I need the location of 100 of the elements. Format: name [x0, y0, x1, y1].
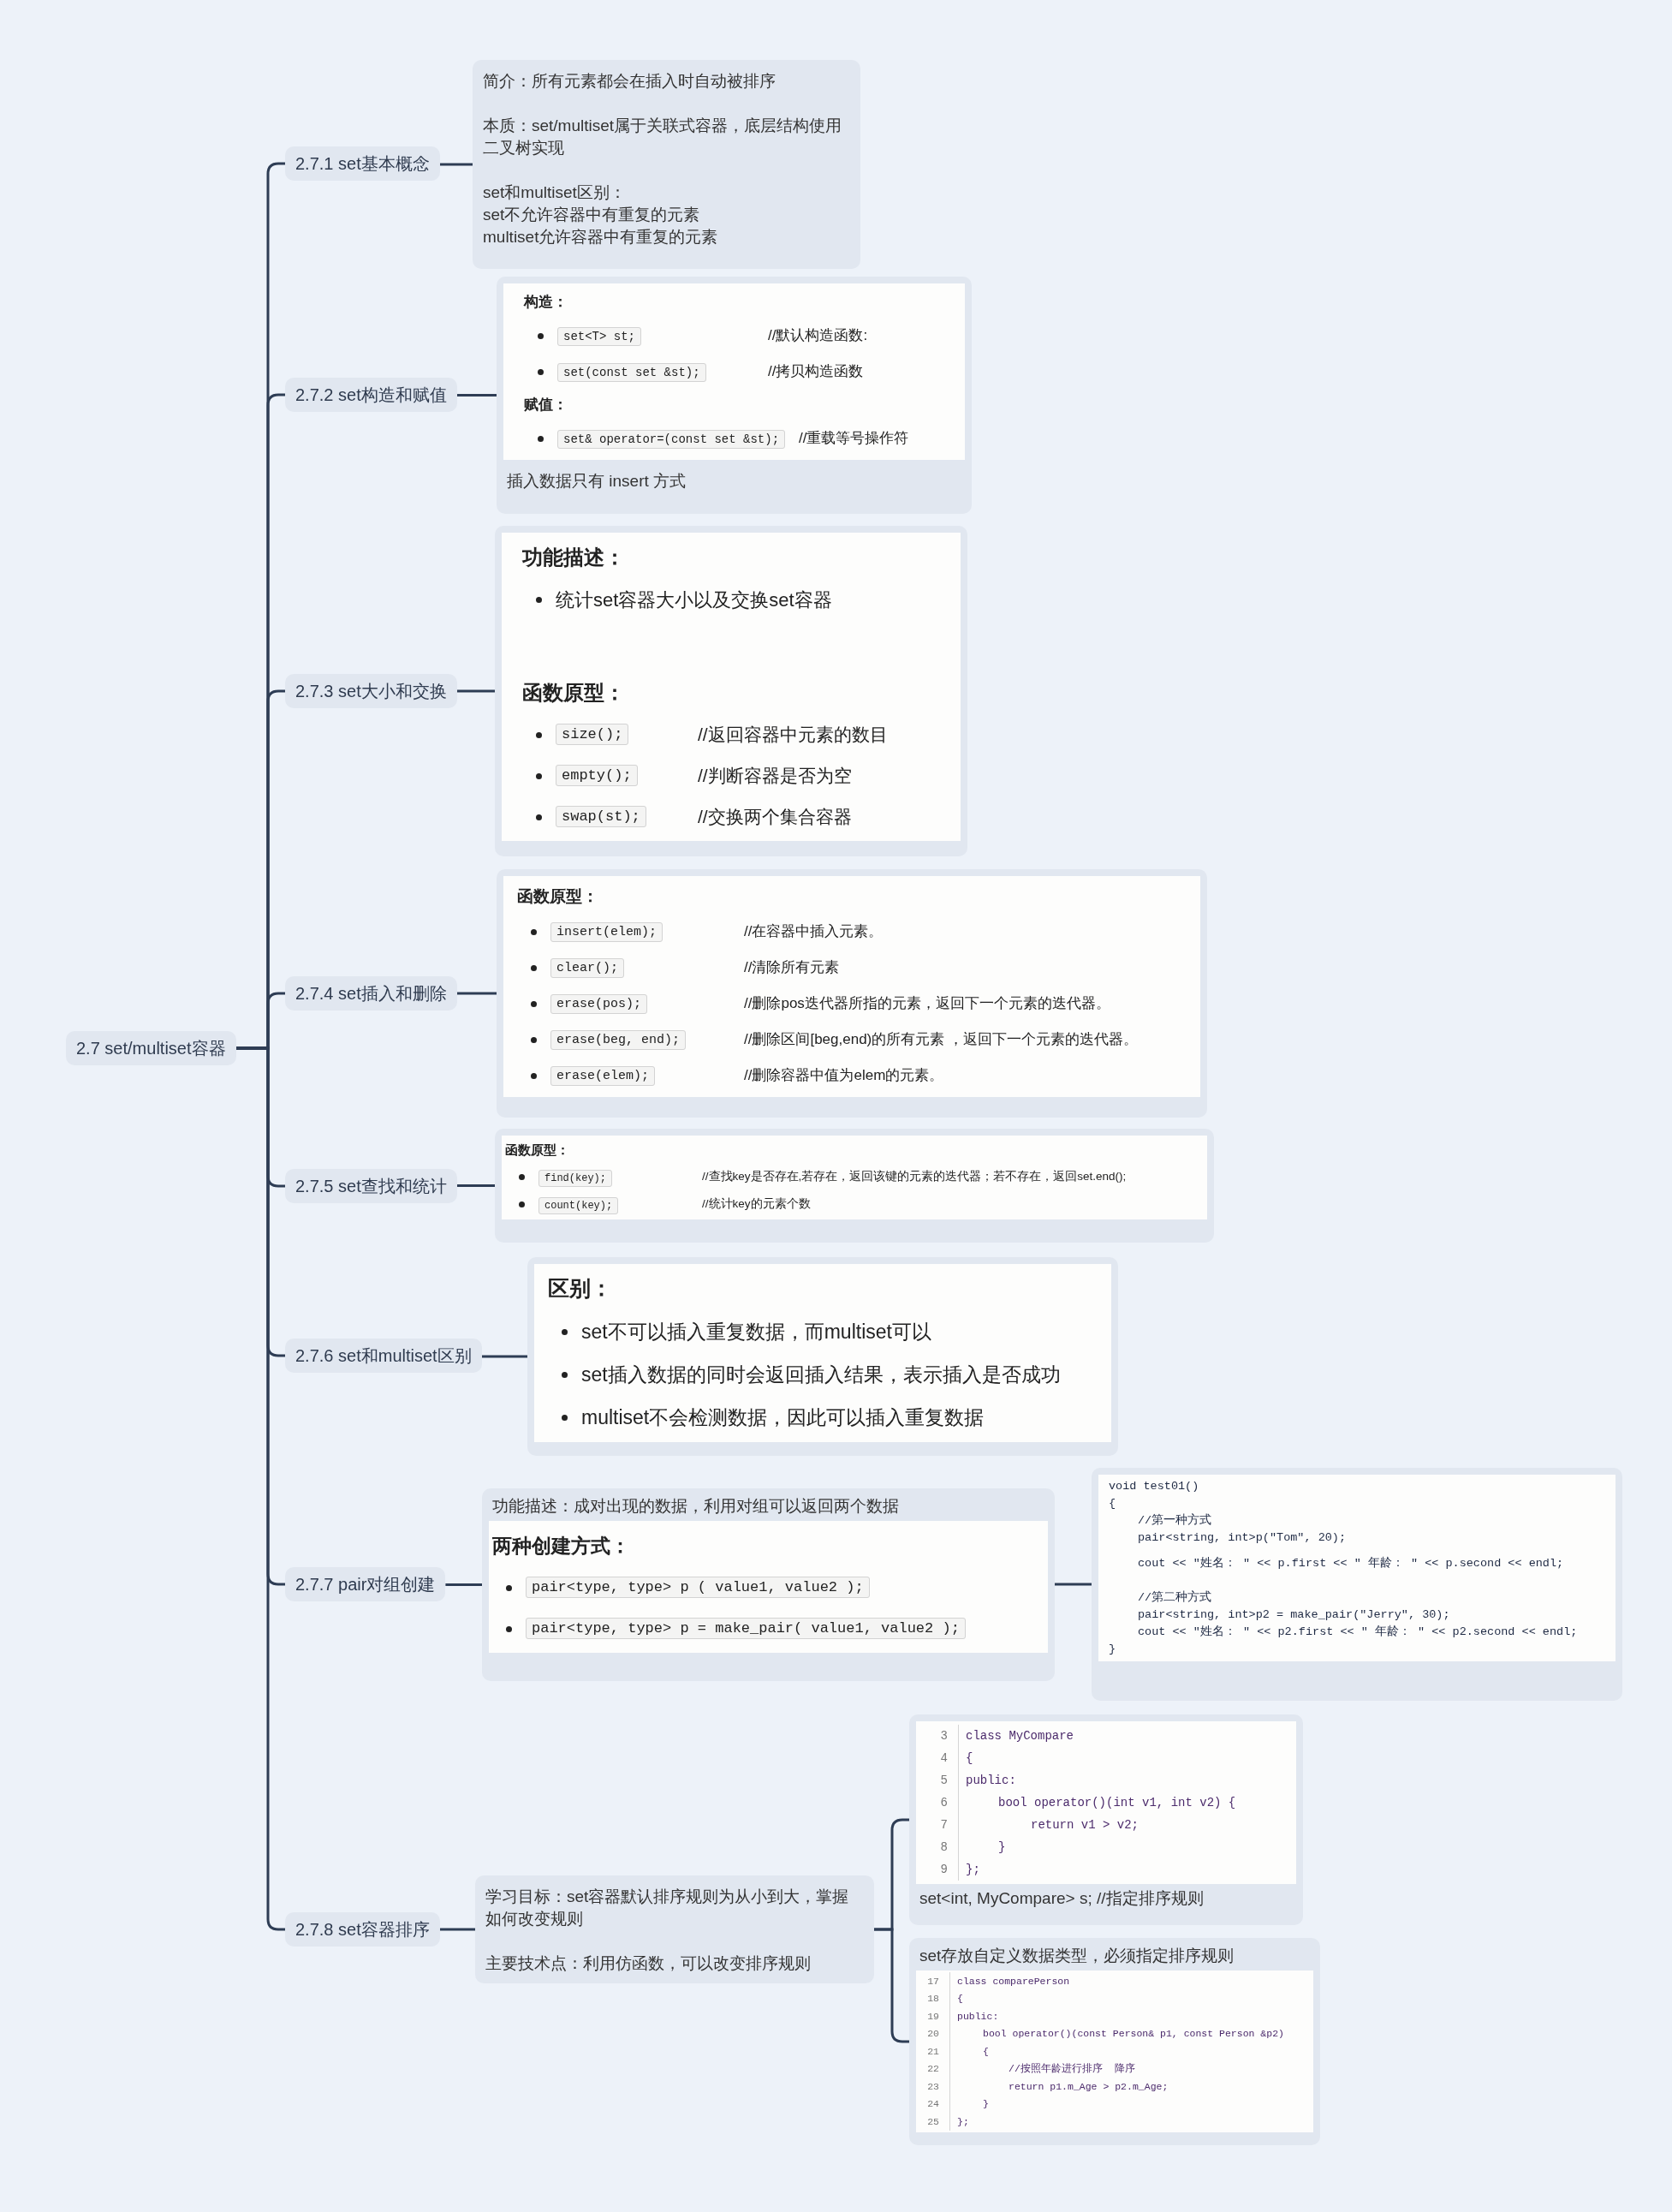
code-comment: //查找key是否存在,若存在，返回该键的元素的迭代器；若不存在，返回set.end();: [702, 1168, 1127, 1184]
note-text: multiset允许容器中有重复的元素: [483, 227, 719, 247]
code-line: class MyCompare: [966, 1729, 1074, 1743]
code-comment: //判断容器是否为空: [698, 765, 852, 788]
code-comment: //默认构造函数:: [768, 326, 868, 346]
code-snippet: clear();: [550, 958, 624, 979]
code-line: return p1.m_Age > p2.m_Age;: [1009, 2080, 1169, 2092]
code-comment: //删除容器中值为elem的元素。: [744, 1066, 944, 1086]
note-card: [1092, 1468, 1622, 1701]
code-line: //按照年龄进行排序 降序: [1009, 2063, 1135, 2075]
code-comment: //返回容器中元素的数目: [698, 724, 888, 747]
connector-line: [439, 1928, 475, 1931]
topic-label: 2.7.1 set基本概念: [285, 146, 440, 181]
code-line: }: [983, 2098, 989, 2110]
screenshot-panel: [489, 1521, 1048, 1653]
note-text: 简介：所有元素都会在插入时自动被排序: [483, 71, 776, 92]
code-snippet: count(key);: [538, 1197, 619, 1214]
code-line: {: [957, 1993, 963, 2005]
code-snippet: insert(elem);: [550, 922, 663, 943]
line-number: 18: [927, 1992, 939, 2006]
screenshot-panel: [502, 1136, 1207, 1219]
code-line: {: [966, 1751, 973, 1765]
connector-line: [439, 163, 473, 166]
topic-label: 2.7.4 set插入和删除: [285, 976, 457, 1011]
note-card: [482, 1488, 1055, 1681]
note-text: set不允许容器中有重复的元素: [483, 205, 701, 225]
note-card: [909, 1714, 1303, 1925]
note-card: [475, 1875, 874, 1983]
code-comment: //删除区间[beg,end)的所有元素 ，返回下一个元素的迭代器。: [744, 1030, 1138, 1050]
code-snippet: set& operator=(const set &st);: [557, 430, 786, 449]
screenshot-panel: [1098, 1475, 1615, 1661]
line-number: 25: [927, 2114, 939, 2129]
line-number: 5: [940, 1772, 948, 1789]
topic-label: 2.7.6 set和multiset区别: [285, 1339, 482, 1373]
connector-line: [456, 394, 497, 396]
line-number: 21: [927, 2044, 939, 2059]
note-text: set和multiset区别：: [483, 182, 627, 203]
note-card: [497, 277, 972, 514]
code-snippet: erase(elem);: [550, 1066, 656, 1087]
code-snippet: erase(beg, end);: [550, 1030, 687, 1051]
code-line: cout << "姓名： " << p2.first << " 年龄： " << p2.second << endl;: [1138, 1624, 1578, 1640]
code-line: class comparePerson: [957, 1975, 1070, 1987]
panel-heading: 函数原型：: [517, 885, 598, 907]
panel-heading: 功能描述：: [522, 545, 625, 570]
connector-line: [1055, 1583, 1092, 1586]
code-line: public:: [966, 1774, 1016, 1787]
code-line: {: [1109, 1495, 1116, 1511]
note-text: set<int, MyCompare> s; //指定排序规则: [919, 1888, 1205, 1909]
topic-label: 2.7.2 set构造和赋值: [285, 378, 457, 412]
panel-heading: 区别：: [548, 1275, 612, 1303]
code-line: {: [983, 2045, 989, 2057]
screenshot-panel: [916, 1971, 1313, 2132]
connector-line: [456, 689, 495, 693]
code-line: }: [998, 1840, 1006, 1854]
code-line: pair<string, int>p2 = make_pair("Jerry", 30);: [1138, 1607, 1450, 1623]
code-line: bool operator()(const Person& p1, const Person &p2): [983, 2028, 1284, 2040]
note-text: 功能描述：成对出现的数据，利用对组可以返回两个数据: [492, 1496, 900, 1517]
code-comment: //拷贝构造函数: [768, 362, 864, 382]
connector-line: [481, 1355, 527, 1358]
code-line: bool operator()(int v1, int v2) {: [998, 1796, 1236, 1810]
topic-label: 2.7.3 set大小和交换: [285, 674, 457, 708]
code-line: cout << "姓名： " << p.first << " 年龄： " << p.second << endl;: [1138, 1555, 1564, 1571]
connector-line: [445, 1583, 482, 1586]
code-comment: //在容器中插入元素。: [744, 922, 884, 942]
line-number: 17: [927, 1974, 939, 1988]
screenshot-panel: [916, 1721, 1296, 1884]
line-number: 6: [940, 1794, 948, 1811]
screenshot-panel: [503, 283, 965, 460]
bullet-text: set不可以插入重复数据，而multiset可以: [581, 1319, 931, 1344]
code-comment: //删除pos迭代器所指的元素，返回下一个元素的迭代器。: [744, 994, 1110, 1014]
code-snippet: size();: [556, 724, 629, 746]
panel-heading: 构造：: [524, 293, 568, 313]
bullet-text: multiset不会检测数据，因此可以插入重复数据: [581, 1404, 985, 1430]
panel-heading: 赋值：: [524, 396, 568, 415]
code-snippet: empty();: [556, 765, 638, 787]
note-card: [495, 1129, 1214, 1243]
panel-heading: 函数原型：: [522, 680, 625, 706]
panel-heading: 函数原型：: [505, 1141, 569, 1159]
line-number: 8: [940, 1839, 948, 1856]
line-number: 20: [927, 2027, 939, 2042]
code-snippet: pair<type, type> p = make_pair( value1, value2 );: [526, 1618, 966, 1640]
topic-label: 2.7.5 set查找和统计: [285, 1169, 457, 1203]
line-number: 19: [927, 2009, 939, 2024]
line-number: 4: [940, 1750, 948, 1767]
note-card: [909, 1938, 1320, 2145]
note-text: 插入数据只有 insert 方式: [507, 471, 687, 492]
code-snippet: swap(st);: [556, 806, 646, 828]
connector-line: [456, 1184, 495, 1187]
note-text: 主要技术点：利用仿函数，可以改变排序规则: [485, 1953, 812, 1974]
code-line: return v1 > v2;: [1031, 1818, 1139, 1832]
code-snippet: erase(pos);: [550, 994, 648, 1015]
line-number: 22: [927, 2062, 939, 2077]
code-line: }: [1109, 1641, 1116, 1657]
line-number: 23: [927, 2079, 939, 2094]
note-text: 学习目标：set容器默认排序规则为从小到大，掌握如何改变规则: [485, 1887, 850, 1929]
code-line: public:: [957, 2010, 999, 2022]
code-snippet: set<T> st;: [557, 327, 641, 346]
code-comment: //重载等号操作符: [799, 429, 909, 449]
code-line: };: [957, 2115, 969, 2127]
root-topic: 2.7 set/multiset容器: [66, 1031, 236, 1065]
